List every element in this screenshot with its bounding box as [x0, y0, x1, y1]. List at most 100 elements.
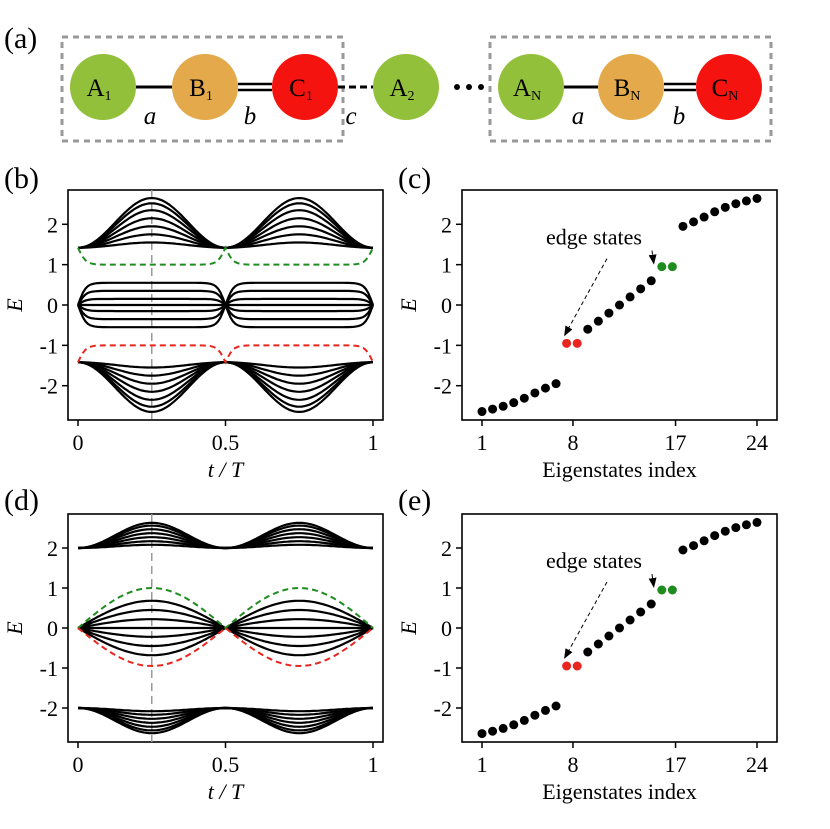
site-circle-4 — [373, 54, 439, 120]
panel-c-point-21 — [699, 212, 709, 222]
panel-e-point-13 — [615, 623, 624, 633]
panel-c-point-1 — [488, 404, 498, 414]
panel-c-point-5 — [530, 388, 540, 398]
panel-e-point-18 — [667, 585, 677, 595]
bond-label-5: b — [673, 103, 686, 130]
panel-b-ytick-label-1: -1 — [40, 333, 58, 358]
panel-e-point-4 — [519, 715, 529, 725]
panel-e-point-9 — [572, 661, 582, 671]
panel-e-point-0 — [477, 729, 487, 739]
panel-e-xtick-label-1: 8 — [567, 752, 578, 777]
panel-c-point-3 — [509, 398, 519, 408]
panel-c-point-16 — [646, 276, 656, 286]
panel-e-annotation-label: edge states — [546, 548, 642, 573]
panel-e-point-23 — [720, 526, 730, 536]
panel-e-point-17 — [657, 585, 667, 595]
panel-d-top-band-line-6 — [77, 521, 374, 550]
panel-e-xtick-label-2: 17 — [665, 752, 687, 777]
panel-e-point-10 — [583, 647, 593, 657]
panel-e-point-11 — [593, 639, 603, 649]
panel-c-point-11 — [593, 316, 603, 326]
panel-c-point-22 — [710, 207, 720, 217]
panel-e-point-20 — [689, 541, 699, 551]
site-circle-3 — [272, 54, 338, 120]
panel-d-ytick-label-0: -2 — [40, 696, 58, 721]
panel-e-ytick-label-4: 2 — [441, 536, 452, 561]
panel-b-ytick-label-2: 0 — [47, 293, 58, 318]
panel-e-point-22 — [710, 531, 720, 541]
ellipsis-dot-2 — [466, 84, 472, 90]
panel-c-arrow-green — [648, 250, 657, 265]
panel-e-point-1 — [488, 726, 498, 736]
panel-c-xtick-label-0: 1 — [477, 430, 488, 455]
panel-e-point-24 — [731, 523, 741, 533]
panel-d-edge-state-lower — [77, 626, 374, 668]
site-subscript-6: N — [630, 89, 640, 104]
panel-d-ytick-label-1: -1 — [40, 656, 58, 681]
panel-c-point-7 — [551, 379, 561, 389]
panel-e-point-26 — [752, 517, 762, 527]
panel-c-point-23 — [720, 202, 730, 212]
panel-e-point-7 — [551, 701, 561, 711]
site-circle-2 — [172, 54, 238, 120]
site-subscript-3: 1 — [306, 89, 313, 104]
panel-b-x-axis-label: t / T — [208, 457, 245, 482]
panel-e-point-21 — [699, 536, 709, 546]
panel-e-y-axis-label: E — [396, 621, 421, 636]
panel-d-middle-band-line-2 — [77, 618, 374, 630]
panel-e-xtick-label-3: 24 — [746, 752, 768, 777]
panel-d-ytick-label-4: 2 — [47, 536, 58, 561]
panel-e-ytick-label-2: 0 — [441, 616, 452, 641]
panel-e-xtick-label-0: 1 — [477, 752, 488, 777]
panel-c-point-13 — [615, 300, 624, 310]
panel-c-xtick-label-2: 17 — [665, 430, 687, 455]
panel-c-point-2 — [498, 401, 508, 411]
unit-cell-box-n — [488, 35, 773, 143]
panel-c-ytick-label-3: 1 — [441, 253, 452, 278]
bond-label-2: b — [244, 103, 257, 130]
panel-label-b: (b) — [4, 162, 39, 195]
panel-e-point-6 — [540, 705, 550, 715]
panel-c-arrow-red — [564, 258, 608, 337]
site-label-7: CN — [712, 75, 739, 104]
panel-e-ytick-label-1: -1 — [434, 656, 452, 681]
panel-e-arrow-green — [648, 573, 657, 588]
panel-c-point-9 — [572, 338, 582, 348]
panel-b-ytick-label-0: -2 — [40, 374, 58, 399]
site-circle-5 — [498, 54, 564, 120]
panel-b-middle-band-line-0 — [76, 281, 375, 309]
panel-b-edge-state-lower — [77, 344, 374, 365]
site-subscript-7: N — [728, 89, 738, 104]
panel-c-point-0 — [477, 407, 487, 417]
panel-d-edge-state-upper — [77, 586, 374, 630]
panel-e-point-3 — [509, 720, 519, 730]
panel-e-point-8 — [562, 661, 572, 671]
site-subscript-4: 2 — [408, 89, 415, 104]
panel-b-top-band-line-5 — [77, 202, 374, 249]
panel-c-point-15 — [636, 284, 646, 294]
panel-d-middle-band-line-1 — [77, 608, 374, 630]
bond-label-1: a — [144, 103, 157, 130]
panel-e-point-15 — [636, 607, 646, 617]
panel-c-point-12 — [604, 308, 614, 318]
panel-b-y-axis-label: E — [2, 298, 27, 313]
bond-label-4: a — [572, 103, 585, 130]
panel-label-e: (e) — [398, 484, 431, 517]
panel-c-ytick-label-2: 0 — [441, 293, 452, 318]
panel-d-x-axis-label: t / T — [208, 779, 245, 804]
site-circle-1 — [70, 54, 136, 120]
panel-label-c: (c) — [398, 162, 431, 195]
panel-c-point-8 — [562, 338, 572, 348]
panel-e-point-14 — [625, 615, 635, 625]
panel-label-d: (d) — [4, 484, 39, 517]
panel-e-x-axis-label: Eigenstates index — [542, 779, 697, 804]
panel-d-middle-band-line-4 — [77, 626, 374, 638]
panel-e-ytick-label-0: -2 — [434, 696, 452, 721]
panel-c-point-10 — [583, 324, 593, 334]
panel-b-ytick-label-3: 1 — [47, 253, 58, 278]
panel-c-point-24 — [731, 199, 741, 209]
